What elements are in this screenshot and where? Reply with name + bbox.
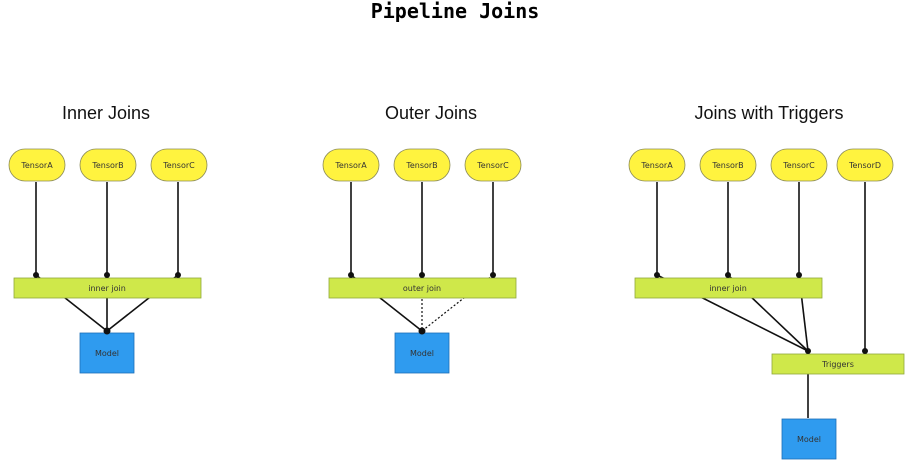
node-tensor-b: TensorB [79, 148, 137, 182]
node-inner-join: inner join [13, 277, 202, 299]
node-tensor-d: TensorD [836, 148, 894, 182]
node-label: inner join [88, 284, 126, 293]
junction-dot [104, 272, 110, 278]
node-inner-join: inner join [634, 277, 823, 299]
junction-dot [419, 272, 425, 278]
panel-outer-joins: Outer Joins TensorA TensorB TensorC oute… [322, 103, 522, 374]
node-label: Model [95, 349, 119, 358]
node-label: outer join [403, 284, 441, 293]
node-label: Model [410, 349, 434, 358]
node-model: Model [781, 418, 837, 460]
junction-dot [33, 272, 39, 278]
node-triggers: Triggers [771, 353, 905, 375]
node-label: Model [797, 435, 821, 444]
node-tensor-b: TensorB [699, 148, 757, 182]
junction-dot [103, 327, 111, 335]
node-tensor-c: TensorC [770, 148, 828, 182]
node-tensor-b: TensorB [393, 148, 451, 182]
node-label: TensorB [91, 161, 123, 170]
node-model: Model [79, 332, 135, 374]
node-tensor-a: TensorA [8, 148, 66, 182]
panel-title-joins-with-triggers: Joins with Triggers [694, 103, 843, 123]
node-label: TensorA [640, 161, 673, 170]
junction-dot [490, 272, 496, 278]
panel-title-inner-joins: Inner Joins [62, 103, 150, 123]
junction-dot [862, 348, 868, 354]
junction-dot [348, 272, 354, 278]
node-label: TensorA [20, 161, 53, 170]
node-label: Triggers [821, 360, 854, 369]
node-outer-join: outer join [328, 277, 517, 299]
junction-dot [418, 327, 426, 335]
node-label: TensorC [476, 161, 509, 170]
junction-dot [175, 272, 181, 278]
junction-dot [796, 272, 802, 278]
junction-dot [654, 272, 660, 278]
page-title: Pipeline Joins [371, 0, 540, 23]
panel-title-outer-joins: Outer Joins [385, 103, 477, 123]
node-label: TensorB [711, 161, 743, 170]
node-tensor-c: TensorC [150, 148, 208, 182]
junction-dot [725, 272, 731, 278]
panel-inner-joins: Inner Joins TensorA TensorB TensorC inne… [8, 103, 208, 374]
node-label: TensorC [162, 161, 195, 170]
panel-joins-with-triggers: Joins with Triggers TensorA TensorB Tens… [628, 103, 905, 460]
node-label: TensorC [782, 161, 815, 170]
junction-dot [805, 348, 811, 354]
node-label: TensorD [848, 161, 881, 170]
node-label: TensorA [334, 161, 367, 170]
edge-join-c-to-model-optional [421, 274, 494, 332]
node-model: Model [394, 332, 450, 374]
node-tensor-c: TensorC [464, 148, 522, 182]
node-tensor-a: TensorA [628, 148, 686, 182]
node-tensor-a: TensorA [322, 148, 380, 182]
node-label: TensorB [405, 161, 437, 170]
node-label: inner join [709, 284, 747, 293]
